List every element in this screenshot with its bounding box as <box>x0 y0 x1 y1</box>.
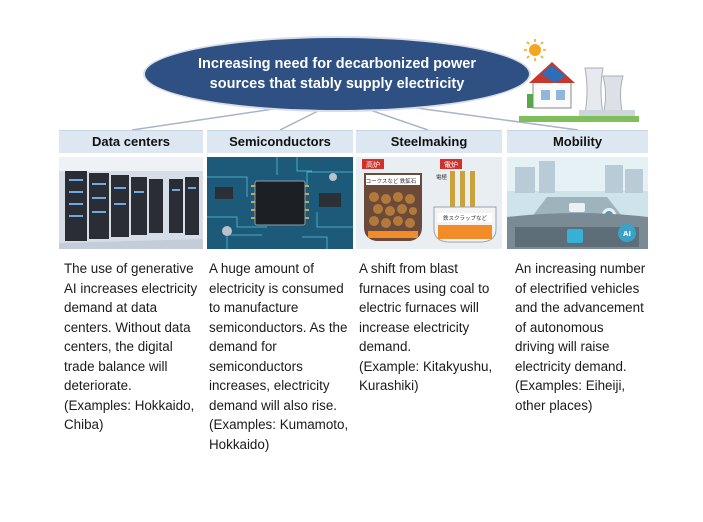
column-steelmaking: Steelmaking 高炉 コークスなど 鉄鉱石 電炉 <box>356 130 502 396</box>
power-supply-illustration <box>519 39 639 122</box>
column-description: A shift from blast furnaces using coal t… <box>359 261 493 393</box>
scrap-label: 鉄スクラップなど <box>443 214 488 222</box>
solar-house-icon <box>527 62 575 109</box>
column-heading: Data centers <box>59 130 203 153</box>
column-semiconductors: Semiconductors <box>207 130 353 454</box>
column-heading: Steelmaking <box>356 130 502 153</box>
furnace-comparison-icon: 高炉 コークスなど 鉄鉱石 電炉 電極 <box>356 157 502 249</box>
connector-steelmaking <box>369 109 429 131</box>
circuit-board-icon <box>207 157 353 249</box>
server-racks-icon <box>59 157 203 249</box>
column-mobility: Mobility AI An increasing number o <box>507 130 648 415</box>
autonomous-vehicle-icon: AI <box>507 157 648 249</box>
column-description: A huge amount of electricity is consumed… <box>209 261 349 452</box>
connector-semiconductors <box>279 109 321 131</box>
electric-furnace-label: 電炉 <box>444 160 458 169</box>
sun-icon <box>524 39 546 61</box>
iron-ore-label: 鉄鉱石 <box>400 177 417 185</box>
blast-furnace-label: 高炉 <box>366 160 380 169</box>
column-description: An increasing number of electrified vehi… <box>515 261 646 413</box>
column-heading: Semiconductors <box>207 130 353 153</box>
column-description: The use of generative AI increases elect… <box>64 261 198 432</box>
coke-label: コークスなど <box>366 177 399 185</box>
banner-text: Increasing need for decarbonized power s… <box>198 56 476 92</box>
electrode-label: 電極 <box>436 173 448 181</box>
ai-label: AI <box>623 230 631 238</box>
column-data-centers: Data centers <box>59 130 203 435</box>
column-heading: Mobility <box>507 130 648 153</box>
power-plant-icon <box>579 67 635 118</box>
banner-ellipse: Increasing need for decarbonized power s… <box>143 36 531 112</box>
ground-strip <box>519 116 639 122</box>
